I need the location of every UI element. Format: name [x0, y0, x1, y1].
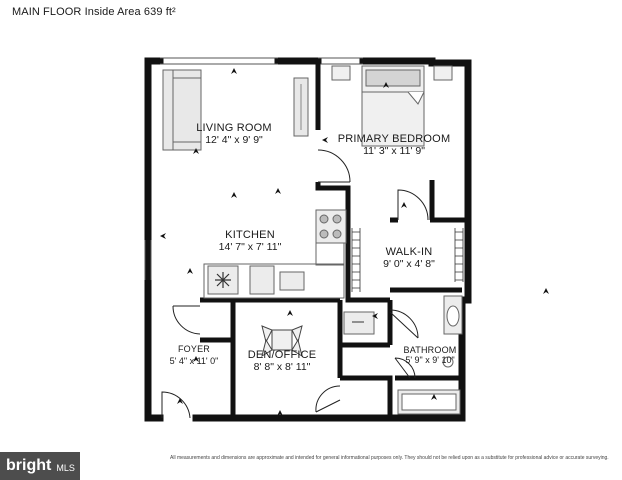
- bedroom-label: PRIMARY BEDROOM: [338, 133, 451, 145]
- disclaimer-text: All measurements and dimensions are appr…: [170, 455, 609, 461]
- foyer-dims: 5' 4" x 11' 0": [170, 356, 219, 366]
- living-room-dims: 12' 4" x 9' 9": [205, 134, 263, 146]
- kitchen-appliances: [203, 209, 347, 299]
- living-room-label: LIVING ROOM: [196, 122, 272, 134]
- viewpoint-markers: [160, 68, 549, 416]
- dining-table-icon: [261, 325, 303, 358]
- outer-walls: [144, 57, 472, 422]
- walkin-label: WALK-IN: [386, 246, 433, 258]
- logo-word: bright: [6, 457, 52, 474]
- foyer-label: FOYER: [178, 344, 210, 354]
- bedroom-dims: 11' 3" x 11' 9": [363, 145, 425, 157]
- kitchen-dims: 14' 7" x 7' 11": [219, 241, 282, 253]
- window-lines: [144, 57, 363, 280]
- plan-header-title: MAIN FLOOR Inside Area 639 ft²: [12, 6, 176, 18]
- bathroom-fixtures: [343, 295, 463, 415]
- logo-suffix: MLS: [56, 463, 75, 473]
- bathroom-label: BATHROOM: [404, 345, 457, 355]
- kitchen-label: KITCHEN: [225, 229, 275, 241]
- den-label: DEN/OFFICE: [248, 349, 317, 361]
- interior-walls: [200, 62, 468, 418]
- sofa-icon: [162, 69, 202, 151]
- den-dims: 8' 8" x 8' 11": [254, 361, 311, 373]
- bed-icon: [331, 65, 453, 147]
- door-swings: [161, 149, 429, 419]
- walkin-dims: 9' 0" x 4' 8": [383, 258, 435, 270]
- tv-console-icon: [293, 77, 309, 137]
- fan-icon: [215, 272, 231, 288]
- bathroom-dims: 5' 9" x 9' 10": [405, 355, 454, 365]
- walkin-shelving: [351, 228, 464, 292]
- brightmls-logo: bright MLS: [0, 452, 80, 480]
